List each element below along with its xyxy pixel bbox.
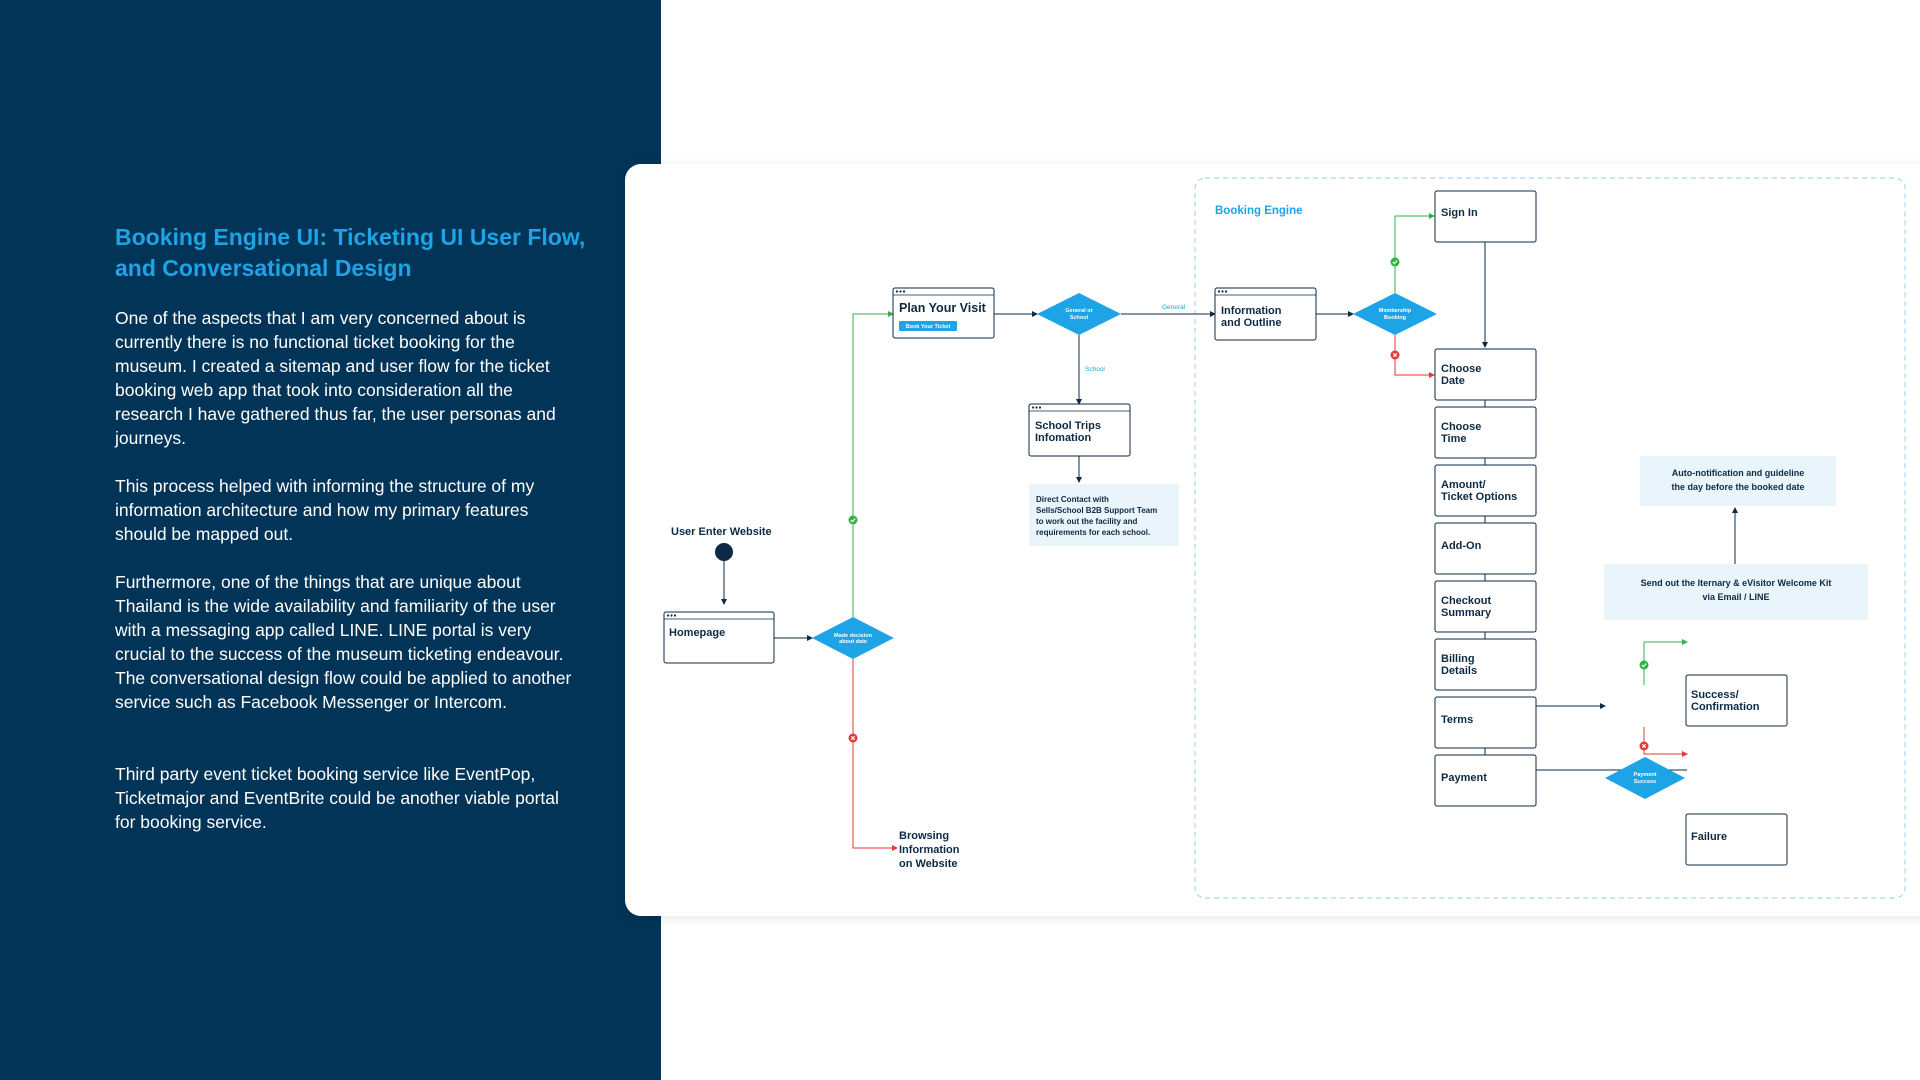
window-dots-icon: [1217, 290, 1228, 293]
svg-text:Success/: Success/: [1691, 689, 1739, 701]
step-terms: Terms: [1434, 696, 1537, 749]
direct-contact-note: Direct Contact with Sells/School B2B Sup…: [1029, 484, 1179, 546]
success-confirmation-node: Success/ Confirmation: [1685, 674, 1788, 727]
svg-text:Browsing: Browsing: [899, 830, 949, 842]
paragraph-structure: This process helped with informing the s…: [115, 476, 535, 544]
booking-engine-region: [1194, 177, 1906, 899]
check-circle-icon: [1390, 257, 1400, 267]
booking-engine-label: Booking Engine: [1215, 205, 1303, 217]
svg-text:on Website: on Website: [899, 858, 957, 870]
svg-text:Amount/: Amount/: [1441, 479, 1486, 491]
svg-text:Infomation: Infomation: [1035, 432, 1091, 444]
svg-text:Details: Details: [1441, 665, 1477, 677]
paragraph-line-portal: Furthermore, one of the things that are …: [115, 572, 572, 712]
step-choose-time: Choose Time: [1434, 406, 1537, 459]
svg-text:Sign In: Sign In: [1441, 207, 1478, 219]
svg-text:via Email / LINE: via Email / LINE: [1702, 592, 1769, 602]
svg-text:Auto-notification and guidelin: Auto-notification and guideline: [1672, 468, 1805, 478]
svg-text:Add-On: Add-On: [1441, 540, 1482, 552]
svg-text:Send out the Iternary & eVisit: Send out the Iternary & eVisitor Welcome…: [1641, 578, 1832, 588]
svg-text:Payment: Payment: [1634, 772, 1657, 778]
step-payment: Payment: [1434, 754, 1537, 807]
svg-text:School: School: [1070, 315, 1089, 321]
start-node: [715, 543, 733, 561]
decision-made-about-date: Made decision about date: [812, 617, 894, 659]
svg-text:Made decision: Made decision: [834, 633, 873, 639]
svg-text:Sells/School B2B Support Team: Sells/School B2B Support Team: [1036, 506, 1157, 515]
itinerary-note: Send out the Iternary & eVisitor Welcome…: [1604, 564, 1868, 620]
svg-text:about date: about date: [839, 639, 867, 645]
edge-label-school: School: [1085, 366, 1105, 373]
svg-text:Plan Your Visit: Plan Your Visit: [899, 301, 987, 315]
decision-general-or-school: General or School: [1037, 293, 1121, 335]
svg-text:Choose: Choose: [1441, 421, 1481, 433]
svg-text:Terms: Terms: [1441, 714, 1473, 726]
svg-text:Ticket Options: Ticket Options: [1441, 491, 1517, 503]
step-add-on: Add-On: [1434, 522, 1537, 575]
svg-text:Choose: Choose: [1441, 363, 1481, 375]
school-trips-node: School Trips Infomation: [1028, 403, 1131, 457]
svg-text:Summary: Summary: [1441, 607, 1492, 619]
step-checkout-summary: Checkout Summary: [1434, 580, 1537, 633]
svg-text:Membership: Membership: [1379, 308, 1412, 314]
svg-text:Confirmation: Confirmation: [1691, 701, 1760, 713]
svg-text:requirements for each school.: requirements for each school.: [1036, 528, 1150, 537]
svg-text:Checkout: Checkout: [1441, 595, 1491, 607]
user-flow-diagram: Booking Engine: [663, 177, 1906, 899]
window-dots-icon: [1031, 406, 1042, 409]
svg-text:School Trips: School Trips: [1035, 420, 1101, 432]
svg-text:Payment: Payment: [1441, 772, 1487, 784]
window-dots-icon: [895, 290, 906, 293]
failure-node: Failure: [1685, 813, 1788, 866]
info-outline-node: Information and Outline: [1214, 287, 1317, 341]
cross-circle-icon: [848, 733, 858, 743]
decision-membership-booking: Membership Booking: [1353, 293, 1437, 335]
step-amount-ticket-options: Amount/ Ticket Options: [1434, 464, 1537, 517]
svg-text:Book Your Ticket: Book Your Ticket: [906, 324, 951, 330]
svg-text:Billing: Billing: [1441, 653, 1475, 665]
plan-visit-node: Plan Your Visit Book Your Ticket: [892, 287, 995, 339]
step-billing-details: Billing Details: [1434, 638, 1537, 691]
svg-text:Success: Success: [1634, 779, 1656, 785]
browsing-info-node: Browsing Information on Website: [899, 830, 960, 870]
check-circle-icon: [848, 515, 858, 525]
edge-label-general: General: [1162, 304, 1186, 311]
svg-text:Information: Information: [899, 844, 960, 856]
left-panel: [0, 0, 661, 1080]
homepage-node: Homepage: [663, 611, 775, 664]
diagram-card: Booking Engine: [625, 164, 1920, 916]
start-label: User Enter Website: [671, 526, 772, 538]
svg-text:General or: General or: [1065, 308, 1093, 314]
svg-text:Time: Time: [1441, 433, 1466, 445]
paragraph-intro: One of the aspects that I am very concer…: [115, 308, 556, 448]
svg-text:the day before the booked date: the day before the booked date: [1671, 482, 1804, 492]
paragraph-third-party: Third party event ticket booking service…: [115, 764, 559, 832]
sign-in-node: Sign In: [1434, 190, 1537, 243]
cross-circle-icon: [1390, 350, 1400, 360]
svg-text:Date: Date: [1441, 375, 1465, 387]
svg-text:Direct Contact with: Direct Contact with: [1036, 495, 1109, 504]
svg-text:Information: Information: [1221, 305, 1282, 317]
cross-circle-icon: [1639, 741, 1649, 751]
check-circle-icon: [1639, 660, 1649, 670]
book-ticket-button: [899, 321, 957, 331]
step-choose-date: Choose Date: [1434, 348, 1537, 401]
page-title: Booking Engine UI: Ticketing UI User Flo…: [115, 224, 586, 281]
svg-text:and Outline: and Outline: [1221, 317, 1282, 329]
svg-text:Failure: Failure: [1691, 831, 1727, 843]
auto-notification-note: Auto-notification and guideline the day …: [1640, 456, 1836, 506]
svg-text:Homepage: Homepage: [669, 627, 725, 639]
window-dots-icon: [666, 614, 677, 617]
svg-text:Booking: Booking: [1384, 315, 1406, 321]
svg-text:to work out the facility and: to work out the facility and: [1036, 517, 1137, 526]
decision-payment-success: Payment Success: [1605, 757, 1685, 799]
